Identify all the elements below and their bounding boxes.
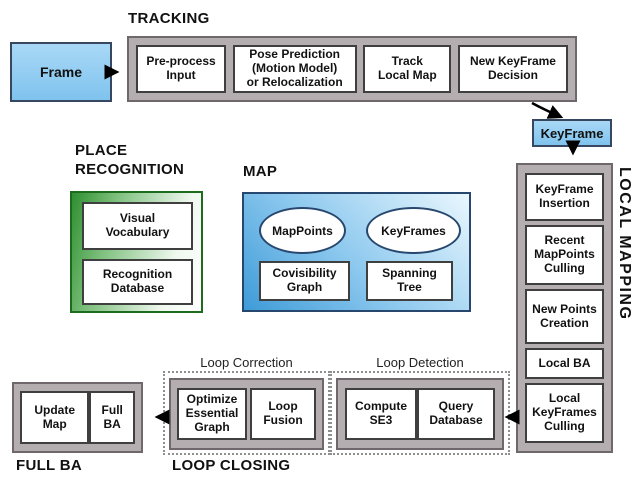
tracking-step-preprocess-input: Pre-process Input (136, 45, 226, 93)
local-mapping-step-keyframe-insertion: KeyFrame Insertion (525, 173, 604, 221)
map-container: MapPoints KeyFrames Covisibility Graph S… (242, 192, 471, 312)
full-ba-container: Update Map Full BA (12, 382, 143, 453)
keyframes-ellipse: KeyFrames (366, 207, 461, 254)
local-mapping-heading: LOCAL MAPPING (616, 167, 633, 321)
local-mapping-step-recent-mappoints-culling: Recent MapPoints Culling (525, 225, 604, 285)
map-heading: MAP (243, 163, 278, 180)
loop-closing-heading: LOOP CLOSING (172, 457, 291, 474)
loop-detection-container: Compute SE3 Query Database (336, 378, 504, 450)
tracking-step-new-keyframe-decision: New KeyFrame Decision (457, 45, 568, 93)
local-mapping-step-local-ba: Local BA (525, 348, 604, 379)
loop-correction-group: Optimize Essential Graph Loop Fusion (163, 371, 330, 455)
tracking-container: Pre-process Input Pose Prediction (Motio… (127, 36, 577, 102)
loop-fusion-box: Loop Fusion (250, 388, 316, 440)
visual-vocabulary-box: Visual Vocabulary (82, 202, 193, 250)
place-recognition-heading: PLACE RECOGNITION (75, 142, 185, 178)
loop-correction-container: Optimize Essential Graph Loop Fusion (169, 378, 324, 450)
covisibility-graph-box: Covisibility Graph (259, 261, 350, 301)
local-mapping-step-new-points-creation: New Points Creation (525, 289, 604, 344)
loop-correction-label: Loop Correction (200, 355, 293, 370)
full-ba-heading: FULL BA (16, 457, 82, 474)
local-mapping-container: KeyFrame Insertion Recent MapPoints Cull… (516, 163, 613, 453)
frame-node: Frame (10, 42, 112, 102)
tracking-step-pose-prediction: Pose Prediction (Motion Model) or Reloca… (232, 45, 357, 93)
arrow-new-keyframe-decision-to-keyframe (531, 101, 564, 119)
tracking-heading: TRACKING (128, 10, 210, 27)
compute-se3-box: Compute SE3 (345, 388, 417, 440)
full-ba-box: Full BA (89, 391, 135, 444)
recognition-database-box: Recognition Database (82, 259, 193, 305)
local-mapping-step-local-keyframes-culling: Local KeyFrames Culling (525, 383, 604, 443)
query-database-box: Query Database (417, 388, 495, 440)
place-recognition-container: Visual Vocabulary Recognition Database (70, 191, 203, 313)
mappoints-ellipse: MapPoints (259, 207, 346, 254)
tracking-step-track-local-map: Track Local Map (363, 45, 452, 93)
optimize-essential-graph-box: Optimize Essential Graph (177, 388, 247, 440)
update-map-box: Update Map (20, 391, 90, 444)
loop-detection-group: Compute SE3 Query Database (330, 371, 510, 455)
spanning-tree-box: Spanning Tree (366, 261, 453, 301)
loop-detection-label: Loop Detection (376, 355, 464, 370)
keyframe-node: KeyFrame (532, 119, 612, 147)
